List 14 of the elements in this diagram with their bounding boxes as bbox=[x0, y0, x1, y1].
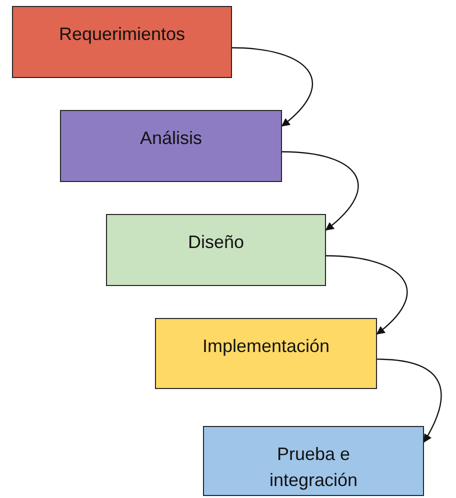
process-box bbox=[106, 214, 326, 286]
step-label: Análisis bbox=[140, 127, 202, 150]
process-box bbox=[203, 426, 424, 496]
step-label: Requerimientos bbox=[58, 23, 186, 46]
step-label: Implementación bbox=[202, 335, 330, 358]
curved-arrow bbox=[232, 47, 313, 127]
curved-arrow bbox=[326, 255, 408, 335]
process-box bbox=[12, 6, 232, 78]
process-box bbox=[155, 318, 377, 389]
curved-arrow bbox=[376, 358, 442, 443]
process-box bbox=[60, 110, 282, 182]
step-label: Diseño bbox=[188, 231, 244, 254]
step-label: Prueba e integración bbox=[268, 443, 359, 492]
curved-arrow bbox=[282, 151, 359, 231]
